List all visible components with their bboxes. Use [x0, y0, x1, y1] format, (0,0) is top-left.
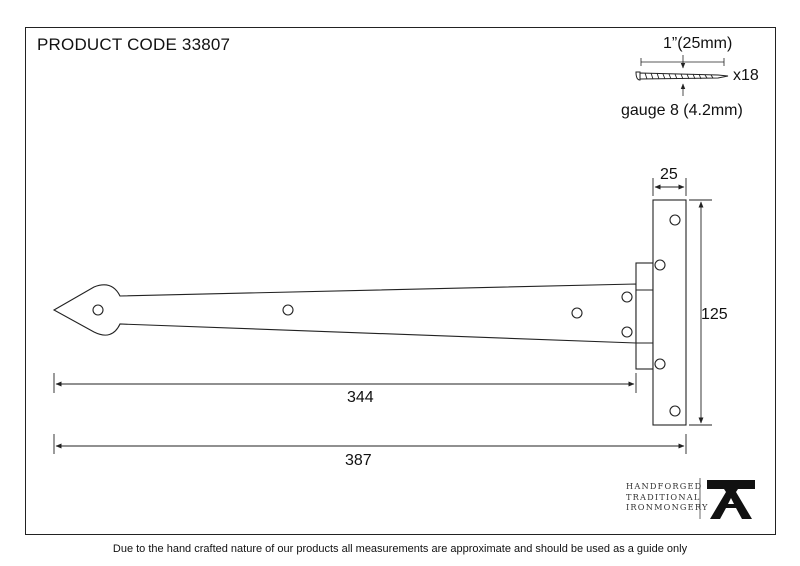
fixing-hole	[571, 307, 583, 319]
screw-gauge-label: gauge 8 (4.2mm)	[621, 102, 743, 119]
fixing-hole	[621, 326, 633, 338]
screw-icon	[635, 55, 729, 96]
fixing-hole	[282, 304, 294, 316]
hinge-knuckle	[635, 262, 654, 370]
drawing-frame	[25, 27, 776, 535]
fixing-hole	[669, 405, 681, 417]
fixing-hole	[92, 304, 104, 316]
anvil-logo	[707, 480, 755, 519]
fixing-hole	[654, 259, 666, 271]
dimension-overall-length: 387	[345, 452, 372, 469]
fixing-hole	[669, 214, 681, 226]
brand-line: HANDFORGED	[626, 481, 703, 491]
hinge-plate	[652, 199, 687, 426]
brand-text: HANDFORGED TRADITIONAL IRONMONGERY	[626, 481, 709, 513]
dimension-inner-length: 344	[347, 389, 374, 406]
fixing-hole	[621, 291, 633, 303]
brand-line: TRADITIONAL	[626, 491, 701, 502]
fixing-hole	[654, 358, 666, 370]
screw-length-label: 1”(25mm)	[663, 35, 733, 52]
strap-arm	[52, 283, 637, 344]
brand-line: IRONMONGERY	[626, 502, 709, 512]
dimension-strap-height: 125	[701, 306, 728, 323]
dimension-lines	[53, 178, 712, 454]
dimension-strap-width: 25	[660, 166, 678, 183]
screw-quantity-label: x18	[733, 67, 759, 84]
product-code-label: PRODUCT CODE 33807	[37, 35, 231, 54]
footer-disclaimer: Due to the hand crafted nature of our pr…	[112, 543, 688, 555]
